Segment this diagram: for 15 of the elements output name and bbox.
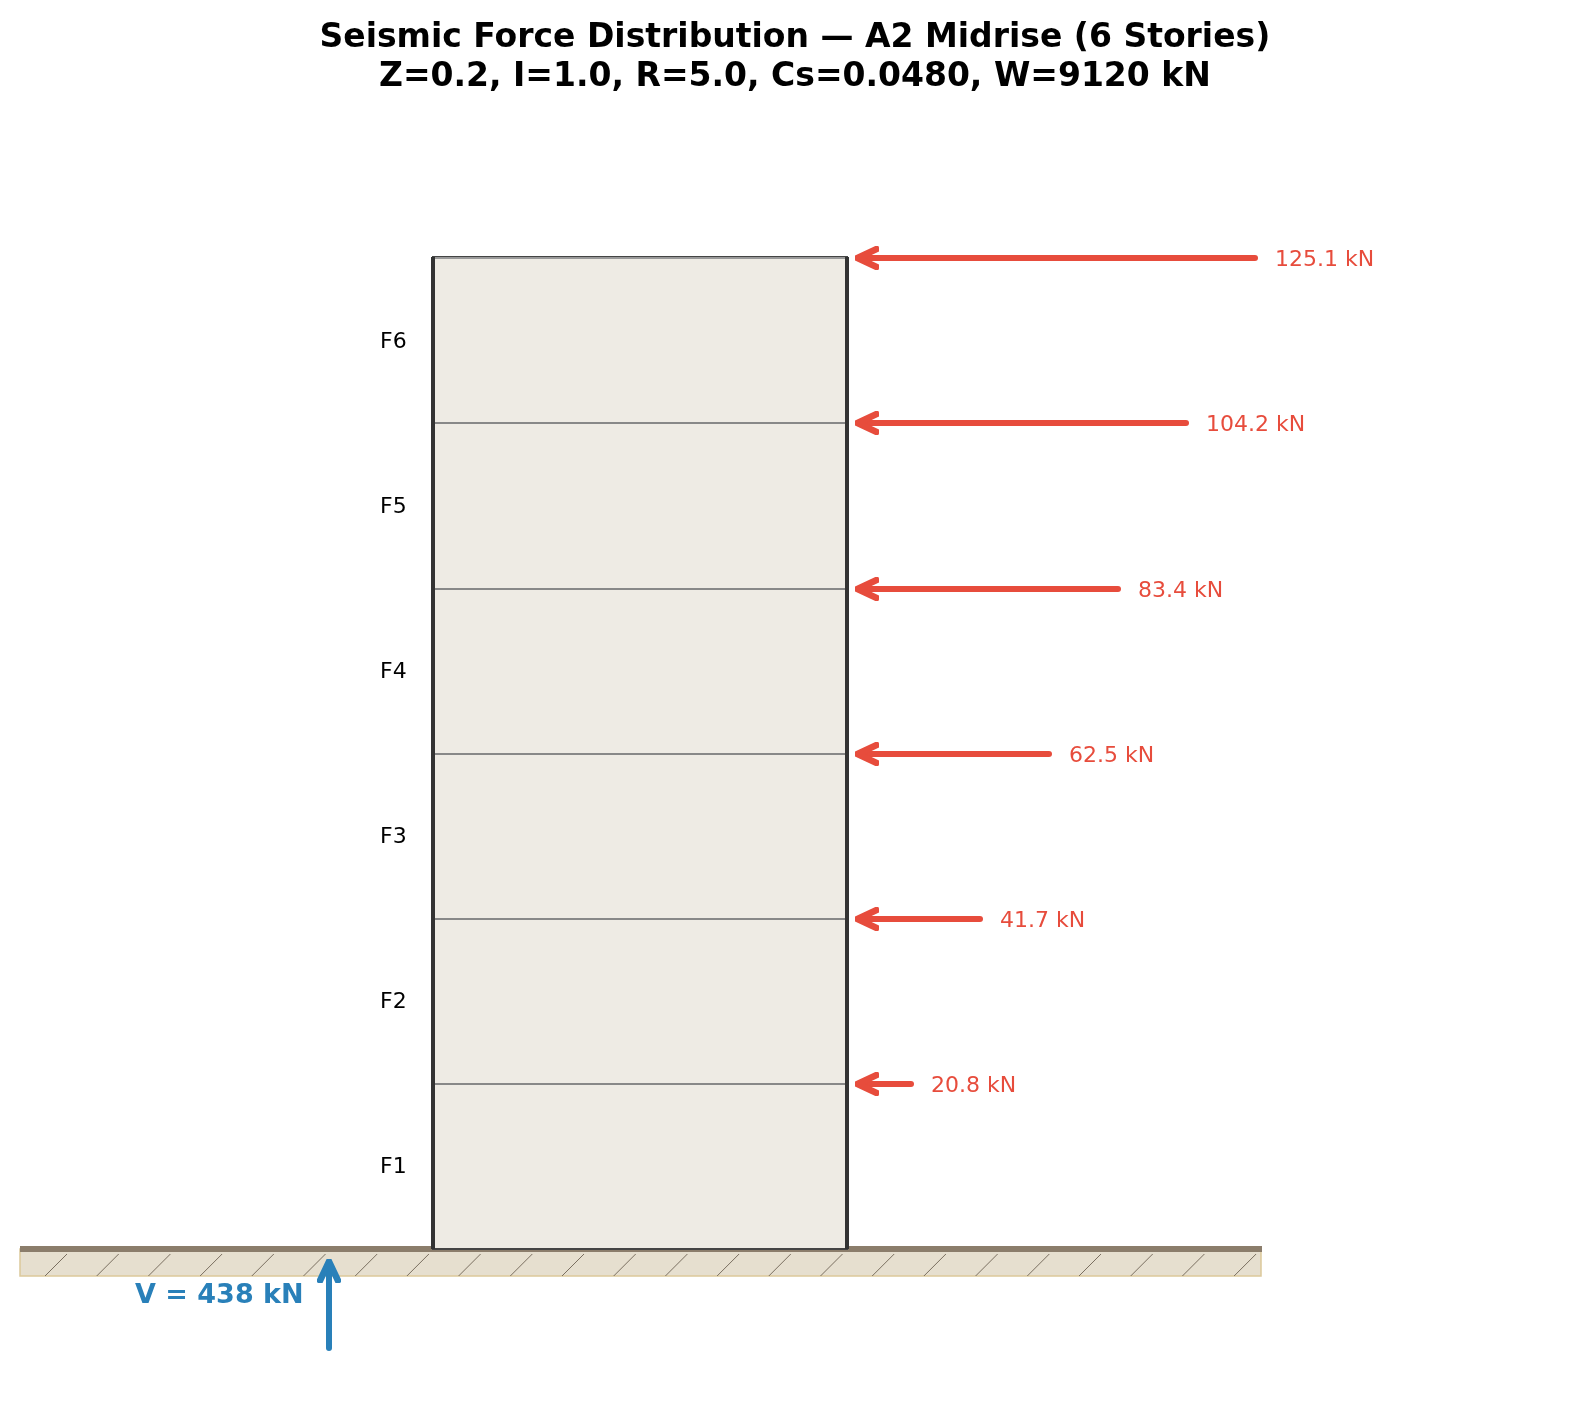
subtitle: Z=0.2, I=1.0, R=5.0, Cs=0.0480, W=9120 kN — [379, 56, 1211, 94]
force-value: 83.4 kN — [1138, 576, 1224, 602]
base-shear-label: V = 438 kN — [135, 1277, 304, 1309]
chart-title: Seismic Force Distribution — A2 Midrise (6 Stories) — [319, 17, 1271, 55]
floor-label: F3 — [380, 822, 407, 848]
force-value: 104.2 kN — [1206, 410, 1306, 436]
floor-label: F1 — [380, 1152, 407, 1178]
floor-label: F4 — [380, 657, 407, 683]
force-value: 125.1 kN — [1275, 245, 1375, 271]
floor-label: F5 — [380, 492, 407, 518]
force-value: 62.5 kN — [1069, 741, 1155, 767]
floor-label: F2 — [380, 987, 407, 1013]
floor-label: F6 — [380, 327, 407, 353]
force-value: 20.8 kN — [931, 1071, 1017, 1097]
force-value: 41.7 kN — [1000, 906, 1086, 932]
